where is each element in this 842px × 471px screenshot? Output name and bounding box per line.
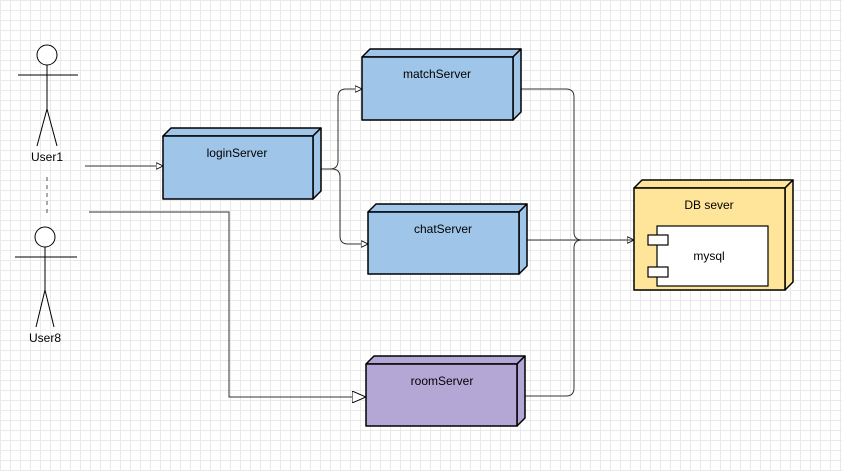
node-login-server-label: loginServer — [207, 146, 268, 160]
node-login-server[interactable] — [162, 127, 322, 200]
node-chat-server-front — [367, 211, 520, 275]
node-db-server-label: DB sever — [684, 198, 733, 212]
component-mysql-port-top — [647, 234, 669, 246]
node-db-server-side — [784, 179, 794, 291]
actor-user1-label: User1 — [31, 150, 63, 164]
node-match-server-top — [361, 48, 522, 58]
node-room-server-label: roomServer — [411, 374, 474, 388]
node-login-server-front — [162, 135, 314, 200]
actor-user8-label: User8 — [29, 331, 61, 345]
node-match-server-label: matchServer — [403, 67, 471, 81]
node-match-server-front — [361, 56, 514, 121]
edge-room-db[interactable] — [517, 239, 634, 396]
component-mysql-port-bottom — [647, 266, 669, 278]
component-mysql-body — [656, 225, 769, 287]
edge-user8-room[interactable] — [89, 211, 366, 397]
node-room-server-top — [365, 355, 526, 365]
node-chat-server-side — [518, 203, 528, 275]
edges — [46, 89, 634, 397]
node-db-server-top — [633, 179, 794, 189]
component-mysql[interactable] — [647, 225, 769, 287]
node-match-server-side — [512, 48, 522, 121]
node-room-server-front — [365, 363, 518, 427]
edge-match-db[interactable] — [513, 89, 634, 240]
node-chat-server-label: chatServer — [414, 222, 472, 236]
node-login-server-side — [312, 127, 322, 200]
actor-user1[interactable] — [18, 44, 78, 147]
node-room-server[interactable] — [365, 355, 526, 427]
node-chat-server[interactable] — [367, 203, 528, 275]
edge-login-chat[interactable] — [313, 168, 368, 244]
node-match-server[interactable] — [361, 48, 522, 121]
node-room-server-side — [516, 355, 526, 427]
node-chat-server-top — [367, 203, 528, 213]
actor-user8[interactable] — [15, 226, 77, 328]
actor-user1-head — [36, 44, 58, 66]
component-mysql-label: mysql — [693, 249, 724, 263]
actor-user8-head — [34, 226, 56, 248]
node-login-server-top — [162, 127, 322, 137]
